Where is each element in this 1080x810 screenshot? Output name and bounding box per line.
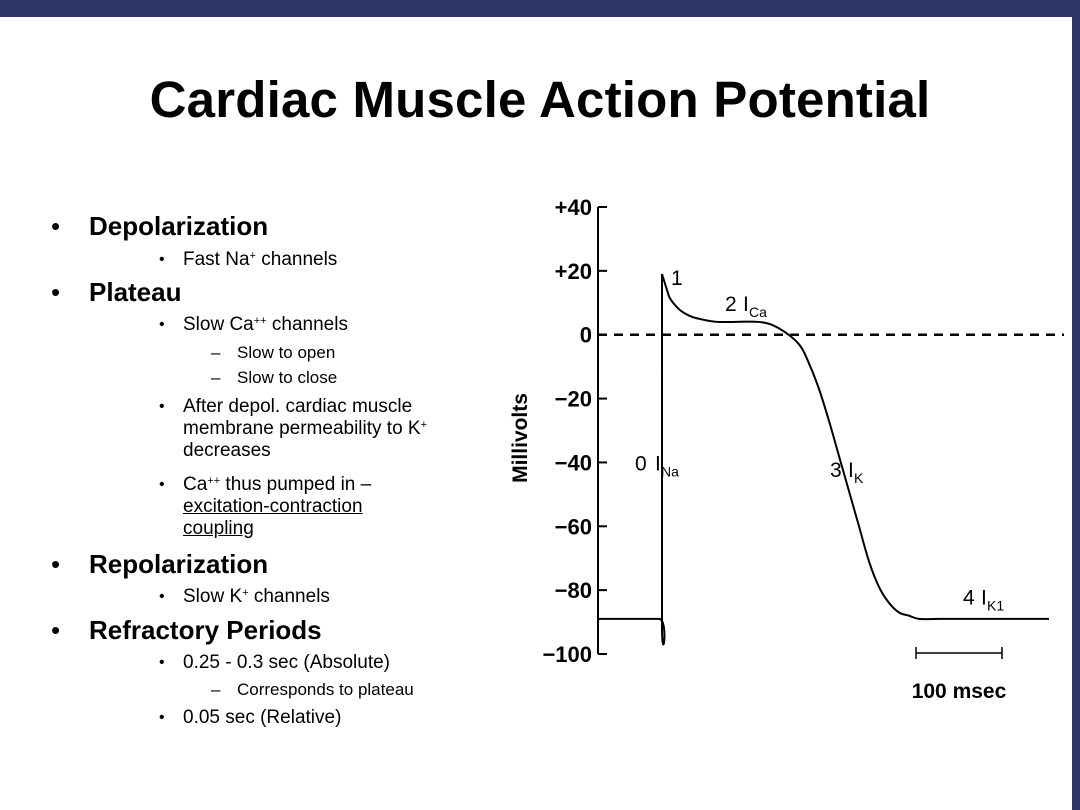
y-tick-label: +20 [555,259,592,284]
bullet-dot: • [159,654,165,671]
bullet-label: Repolarization [89,549,269,579]
ion-current-symbol: I [743,293,749,316]
text-channels: channels [255,249,338,270]
text-line-3: decreases [183,440,271,461]
phase-number: 2 [725,293,737,316]
text-corresponds: Corresponds to plateau [237,680,414,699]
sub-bullet-after-depol: • After depol. cardiac muscle membrane p… [159,396,427,462]
y-tick-label: 0 [580,323,592,348]
text-channels: channels [266,314,348,335]
scale-bar: 100 msec [912,647,1007,703]
bullet-dot: • [159,316,165,333]
bullet-refractory: • Refractory Periods [51,615,322,646]
sub-bullet-fast-na: • Fast Na+ channels [159,249,338,271]
ion-current-symbol: I [981,587,987,610]
y-tick-label: −80 [555,578,592,603]
y-axis-label: Millivolts [509,393,532,483]
bullet-plateau: • Plateau [51,277,182,308]
text-channels: channels [248,586,330,607]
superscript-plus: + [242,587,249,599]
bullet-dot: • [159,251,165,268]
phase-number: 1 [671,267,683,290]
text-pumped-in: thus pumped in – [220,474,372,495]
text-line-2: membrane permeability to K+ [183,418,427,440]
sub-bullet-absolute: • 0.25 - 0.3 sec (Absolute) [159,652,390,674]
bullet-dot: • [159,476,165,493]
phase-number: 4 [963,587,975,610]
superscript-plus-plus: ++ [207,475,221,487]
bullet-repolarization: • Repolarization [51,549,269,580]
y-tick-label: −40 [555,450,592,475]
bullet-dot: • [51,615,61,645]
phase-label-1: 1 [671,267,683,290]
phase-number: 0 [635,452,647,475]
ion-subscript: K [854,470,864,486]
bullet-label: Plateau [89,277,182,307]
bullet-label: Depolarization [89,211,269,241]
dash-marker: – [211,368,221,387]
y-tick-label: −100 [542,642,592,667]
text-slow-open: Slow to open [237,343,336,362]
sub-bullet-relative: • 0.05 sec (Relative) [159,707,342,729]
sub-sub-bullet-slow-close: – Slow to close [211,368,338,388]
text-slow-k: Slow K [183,586,243,607]
y-tick-label: −60 [555,514,592,539]
underlined-text-excitation: excitation-contraction [183,496,363,517]
bullet-dot: • [159,709,165,726]
superscript-plus: + [249,250,256,262]
ion-current-symbol: I [848,459,854,482]
slide-canvas [0,17,1072,810]
y-axis: +40 +20 0 −20 −40 −60 −80 −100 [542,195,607,667]
text-line-1: After depol. cardiac muscle [183,396,413,417]
phase-number: 3 [830,459,842,482]
bullet-depolarization: • Depolarization [51,211,269,242]
y-tick-label: +40 [555,195,592,220]
dash-marker: – [211,680,221,699]
slide-title: Cardiac Muscle Action Potential [149,71,931,128]
sub-bullet-slow-ca: • Slow Ca++ channels [159,314,348,336]
text-slow-close: Slow to close [237,368,338,387]
text-permeability: membrane permeability to K [183,418,421,439]
bullet-dot: • [51,277,61,307]
text-absolute: 0.25 - 0.3 sec (Absolute) [183,652,390,673]
superscript-plus-plus: ++ [253,315,267,327]
ion-current-symbol: I [655,452,661,475]
underlined-text-coupling: coupling [183,518,254,539]
scale-bar-label: 100 msec [912,680,1007,703]
bullet-label: Refractory Periods [89,615,322,645]
text-slow-ca: Slow Ca [183,314,254,335]
text-fast-na: Fast Na [183,249,250,270]
bullet-dot: • [159,398,165,415]
ion-subscript: Ca [749,304,767,320]
dash-marker: – [211,343,221,362]
action-potential-line [599,273,1049,646]
y-tick-label: −20 [555,387,592,412]
sub-bullet-ca-pumped: • Ca++ thus pumped in – excitation-contr… [159,474,371,540]
sub-sub-bullet-corresponds: – Corresponds to plateau [211,680,414,700]
ion-subscript: Na [661,463,679,479]
superscript-plus: + [420,419,428,431]
bullet-dot: • [159,588,165,605]
sub-bullet-slow-k: • Slow K+ channels [159,586,330,608]
bullet-dot: • [51,211,61,241]
text-relative: 0.05 sec (Relative) [183,707,342,728]
traces [598,273,1064,646]
bullet-dot: • [51,549,61,579]
sub-sub-bullet-slow-open: – Slow to open [211,343,336,363]
text-line-1: Ca++ thus pumped in – [183,474,371,496]
ion-subscript: K1 [987,598,1004,614]
text-ca: Ca [183,474,208,495]
